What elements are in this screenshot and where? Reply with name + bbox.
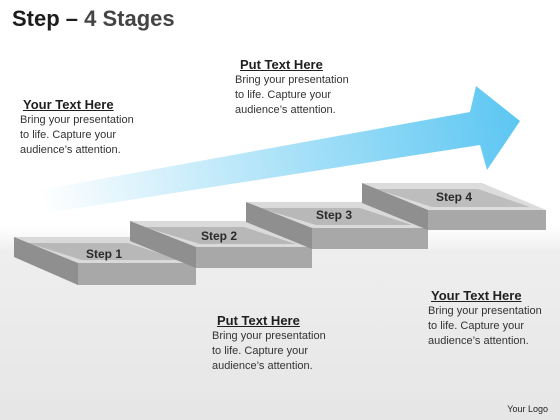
slide-title: Step – 4 Stages <box>12 6 175 32</box>
step-1-side <box>14 237 78 285</box>
text-block-1-line-1: Bring your presentation <box>20 114 134 126</box>
step-2-side <box>130 221 196 268</box>
text-block-1-line-2: to life. Capture your <box>20 129 116 141</box>
step-3-front <box>312 228 428 249</box>
text-block-2-heading: Put Text Here <box>240 57 323 72</box>
step-4-front <box>428 210 546 230</box>
text-block-4-heading: Your Text Here <box>431 288 522 303</box>
text-block-3: Put Text Here Bring your presentation to… <box>212 313 326 374</box>
text-block-4-line-1: Bring your presentation <box>428 305 542 317</box>
text-block-3-heading: Put Text Here <box>217 313 300 328</box>
step-1-label: Step 1 <box>86 247 122 261</box>
title-dash: – <box>59 6 85 31</box>
text-block-4: Your Text Here Bring your presentation t… <box>428 288 542 349</box>
text-block-4-line-3: audience’s attention. <box>428 335 529 347</box>
step-3-floor <box>260 208 412 225</box>
text-block-1-line-3: audience’s attention. <box>20 144 121 156</box>
step-4-side <box>362 183 428 230</box>
step-2-front <box>196 247 312 268</box>
text-block-2-line-1: Bring your presentation <box>235 74 349 86</box>
text-block-2: Put Text Here Bring your presentation to… <box>235 57 349 118</box>
logo-text: Your Logo <box>507 404 548 414</box>
step-3-side <box>246 202 312 249</box>
step-2-floor <box>144 227 296 244</box>
step-3-label: Step 3 <box>316 208 352 222</box>
step-4-floor <box>376 189 530 207</box>
text-block-1: Your Text Here Bring your presentation t… <box>20 97 134 158</box>
text-block-4-line-2: to life. Capture your <box>428 320 524 332</box>
text-block-3-line-1: Bring your presentation <box>212 330 326 342</box>
title-main: Step <box>12 6 60 31</box>
text-block-1-heading: Your Text Here <box>23 97 114 112</box>
step-1-front <box>78 263 196 285</box>
trend-arrow <box>40 86 520 214</box>
title-sub: 4 Stages <box>84 6 175 31</box>
step-2-label: Step 2 <box>201 229 237 243</box>
text-block-3-line-3: audience’s attention. <box>212 360 313 372</box>
step-1-floor <box>28 243 180 260</box>
step-4-group <box>362 183 546 230</box>
text-block-2-line-2: to life. Capture your <box>235 89 331 101</box>
text-block-2-line-3: audience’s attention. <box>235 104 336 116</box>
step-4-label: Step 4 <box>436 190 472 204</box>
text-block-3-line-2: to life. Capture your <box>212 345 308 357</box>
